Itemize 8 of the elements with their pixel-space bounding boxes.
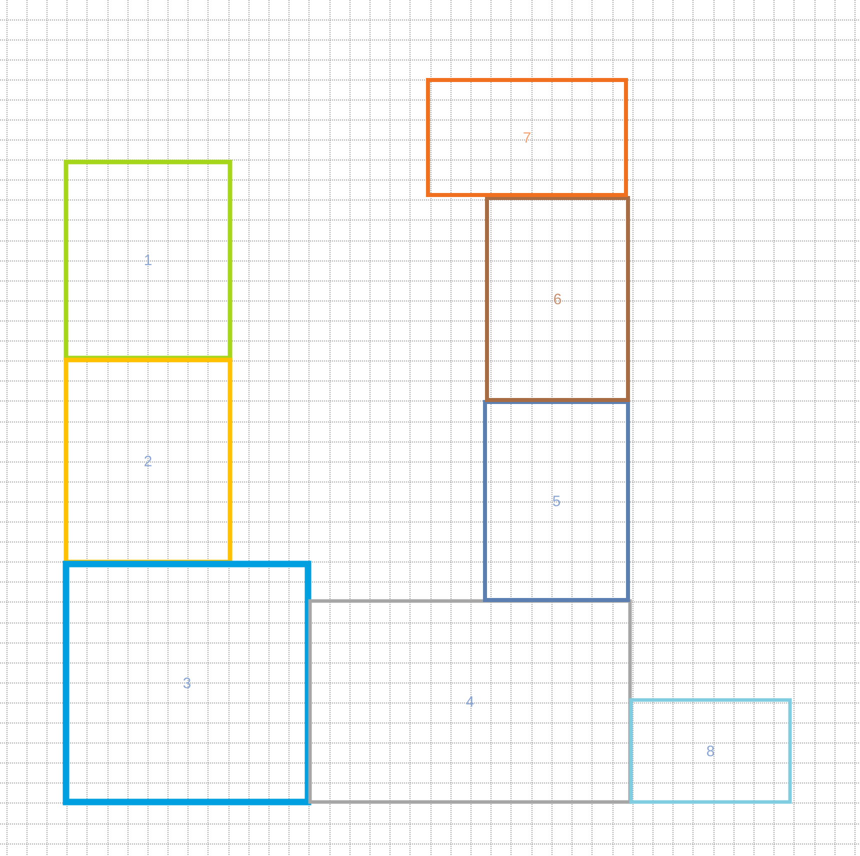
numbered-box: 7 (426, 78, 628, 197)
numbered-box: 4 (308, 599, 632, 804)
numbered-box: 3 (62, 560, 312, 806)
numbered-box: 1 (64, 160, 232, 360)
numbered-box: 2 (64, 358, 232, 564)
numbered-box: 5 (483, 400, 630, 602)
numbered-box: 6 (485, 196, 630, 402)
numbered-box: 8 (629, 698, 792, 804)
